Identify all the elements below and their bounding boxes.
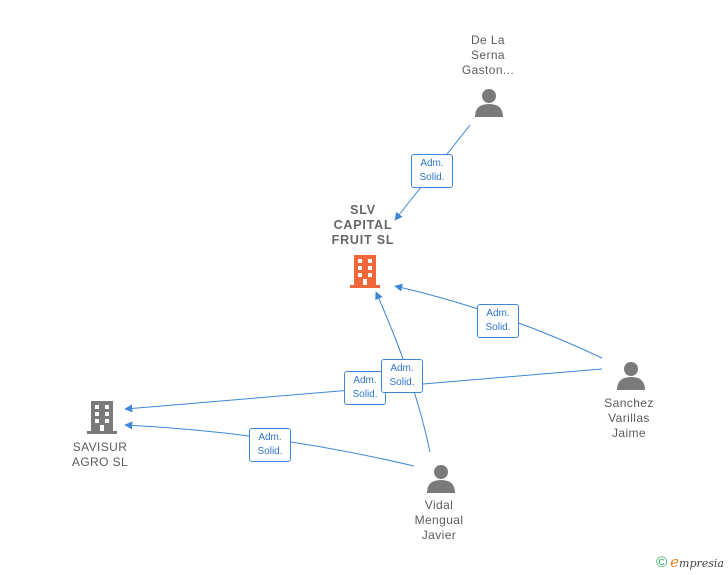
edge-label-vidal-savisur[interactable]: Adm. Solid. [249,428,291,462]
edge-label-line1: Adm. [353,375,377,386]
edge-label-line2: Solid. [352,389,378,400]
edge-label-line1: Adm. [486,308,510,319]
person-icon[interactable] [474,88,504,118]
empresia-watermark[interactable]: © empresia [656,553,724,571]
edge-label-line1: Adm. [420,158,444,169]
building-icon[interactable] [349,254,381,288]
edge-label-line1: Adm. [258,432,282,443]
edge-label-gaston-slv[interactable]: Adm. Solid. [411,154,453,188]
node-label-vidal-mengual-javier[interactable]: Vidal Mengual Javier [414,498,464,542]
edge-label-line2: Solid. [419,172,445,183]
brand-name: empresia [670,553,724,571]
node-label-sanchez-varillas-jaime[interactable]: Sanchez Varillas Jaime [604,396,654,440]
edge-label-line2: Solid. [257,446,283,457]
edge-label-line2: Solid. [485,322,511,333]
node-label-slv-capital-fruit[interactable]: SLV CAPITAL FRUIT SL [331,203,395,247]
edge-label-sanchez-savisur[interactable]: Adm. Solid. [344,371,386,405]
copyright-icon: © [656,553,668,571]
edge-label-vidal-slv[interactable]: Adm. Solid. [381,359,423,393]
edge-label-line2: Solid. [389,377,415,388]
node-label-savisur-agro[interactable]: SAVISUR AGRO SL [71,440,129,469]
person-icon[interactable] [426,464,456,494]
node-label-de-la-serna-gaston[interactable]: De La Serna Gaston... [461,33,515,77]
edge-label-sanchez-slv[interactable]: Adm. Solid. [477,304,519,338]
building-icon[interactable] [86,400,118,434]
person-icon[interactable] [616,361,646,391]
edge-label-line1: Adm. [390,363,414,374]
